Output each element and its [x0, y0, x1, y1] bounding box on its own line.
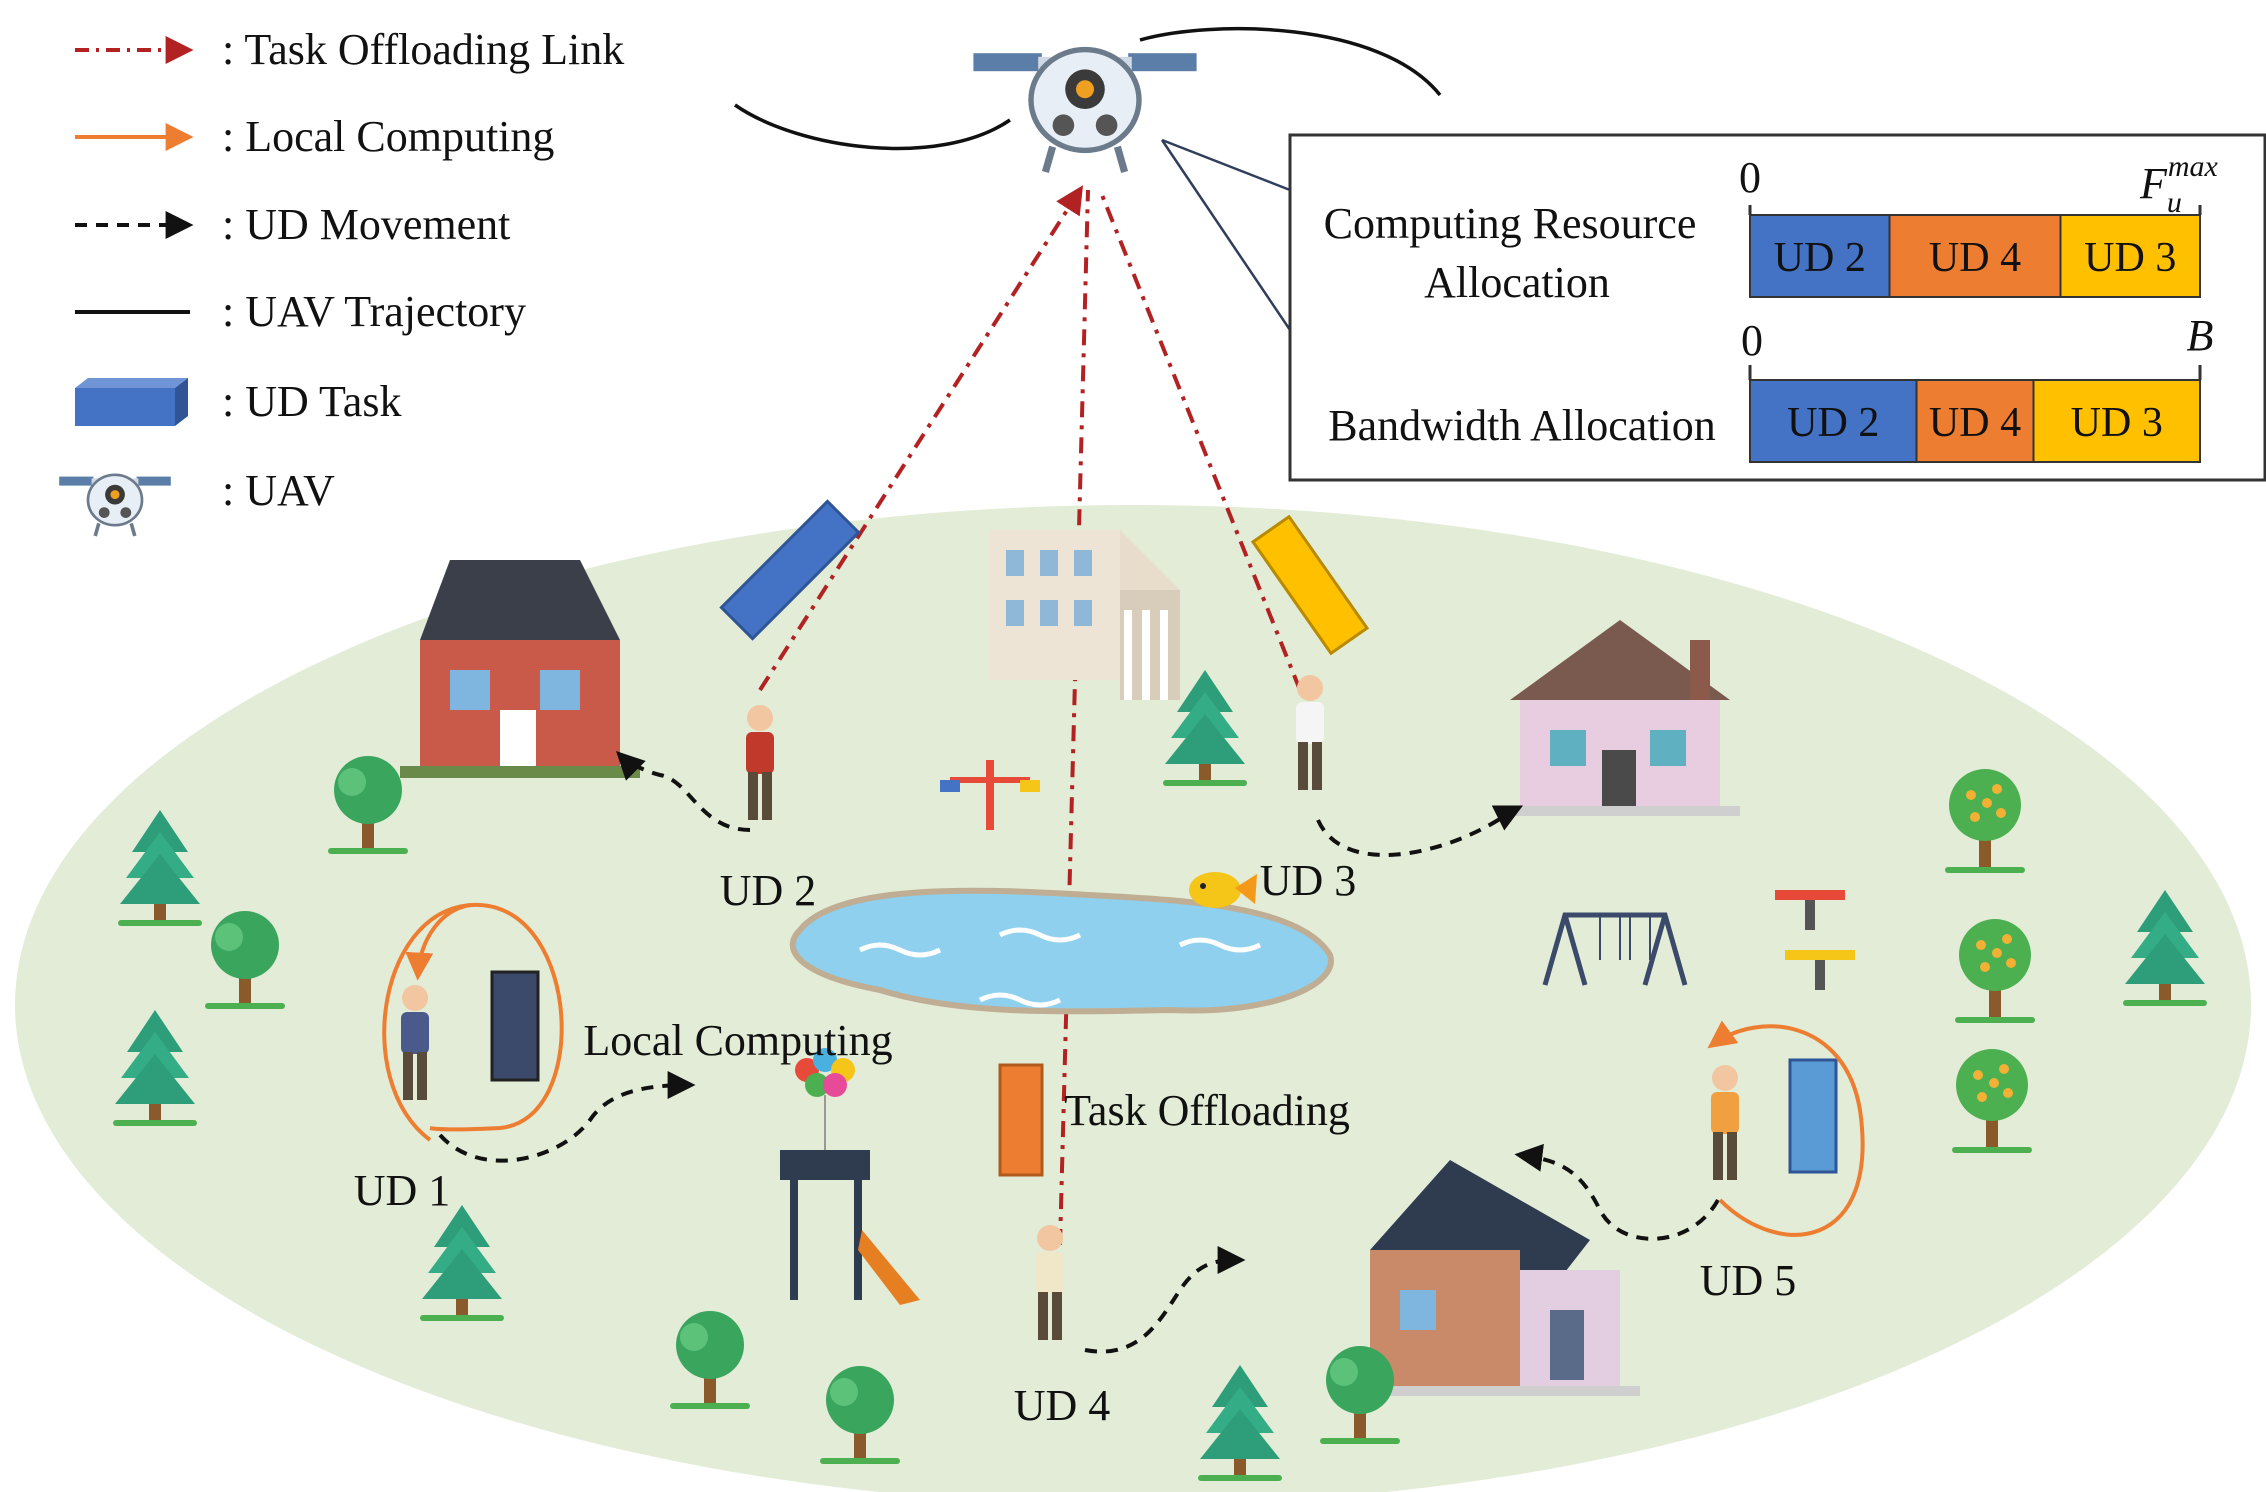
uav-drone-icon: [973, 50, 1196, 172]
legend-uav: : UAV: [222, 466, 335, 515]
offload-link-ud4: [1058, 189, 1090, 1246]
label-ud2: UD 2: [720, 866, 817, 915]
legend-ud-task: : UD Task: [222, 377, 401, 426]
annotation-task-offloading: Task Offloading: [1064, 1086, 1350, 1135]
bandwidth-end-label: B: [2187, 311, 2214, 360]
panel-callout: [1160, 138, 1292, 331]
legend-local-computing: : Local Computing: [222, 112, 554, 161]
annotation-local-computing: Local Computing: [583, 1016, 892, 1065]
bandwidth-segment-label-1: UD 2: [1787, 400, 1879, 446]
swing-set-icon: [1542, 912, 1688, 986]
legend-uav-trajectory: : UAV Trajectory: [222, 287, 526, 336]
local-loop-ud5: [1707, 1020, 1865, 1237]
bandwidth-title: Bandwidth Allocation: [1328, 401, 1715, 450]
pond: [789, 872, 1334, 1015]
label-ud5: UD 5: [1700, 1256, 1797, 1305]
computing-segment-2: [1888, 214, 2062, 298]
legend: : Task Offloading Link : Local Computing…: [57, 25, 624, 538]
bandwidth-segment-label-3: UD 3: [2071, 400, 2163, 446]
movement-ud2: [616, 751, 751, 832]
computing-segment-label-3: UD 3: [2084, 235, 2176, 281]
task-box-ud3: [1250, 514, 1370, 656]
house-icon: [1500, 620, 1740, 816]
label-ud4: UD 4: [1014, 1381, 1111, 1430]
computing-title-line1: Computing Resource: [1324, 199, 1697, 248]
playground-slide-icon: [780, 1048, 920, 1305]
task-box-ud1: [490, 970, 540, 1082]
allocation-panel: Computing Resource Allocation 0 Fumax UD…: [1288, 133, 2266, 482]
computing-segment-3: [2059, 214, 2201, 298]
local-loop-ud1-arrow: [405, 903, 471, 981]
computing-segment-label-1: UD 2: [1774, 235, 1866, 281]
bandwidth-segment-1: [1749, 379, 1918, 463]
label-ud3: UD 3: [1260, 856, 1357, 905]
bandwidth-start-label: 0: [1741, 316, 1763, 365]
computing-end-label: Fumax: [2139, 150, 2219, 219]
uav-trajectory-line-2: [1139, 27, 1442, 97]
house-icon: [1350, 1160, 1640, 1396]
house-icon: [400, 560, 640, 778]
movement-ud1: [438, 1071, 696, 1163]
label-ud1: UD 1: [354, 1166, 451, 1215]
computing-title-line2: Allocation: [1424, 258, 1610, 307]
bandwidth-allocation-bar: UD 2 UD 4 UD 3: [1748, 365, 2202, 463]
movement-ud4: [1084, 1246, 1246, 1354]
legend-ud-movement: : UD Movement: [222, 200, 510, 249]
computing-segment-label-2: UD 4: [1929, 235, 2021, 281]
uav-trajectory-line: [734, 103, 1011, 151]
bandwidth-segment-label-2: UD 4: [1929, 400, 2021, 446]
spinner-ride-icon: [940, 760, 1040, 830]
computing-start-label: 0: [1739, 153, 1761, 202]
offload-link-ud2: [758, 185, 1084, 692]
local-loop-ud1: [382, 902, 564, 1142]
task-box-ud5: [1788, 1058, 1838, 1174]
bandwidth-segment-3: [2032, 379, 2201, 463]
bank-building-icon: [990, 530, 1180, 700]
fish-icon: [1189, 872, 1257, 908]
task-box-ud4: [998, 1063, 1044, 1177]
bandwidth-segment-2: [1915, 379, 2035, 463]
task-box-ud2: [719, 499, 861, 641]
seesaw-icon: [1775, 890, 1855, 990]
legend-task-offloading-link: : Task Offloading Link: [222, 25, 624, 74]
computing-allocation-bar: UD 2 UD 4 UD 3: [1748, 205, 2202, 298]
movement-ud5: [1514, 1143, 1720, 1241]
legend-task-icon: [75, 378, 188, 426]
legend-uav-icon: [57, 472, 173, 538]
